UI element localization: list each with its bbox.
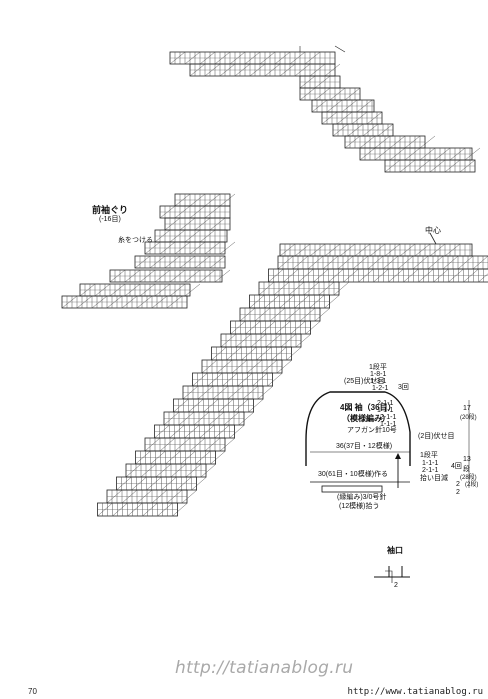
neck-chart-count: (-16目) [99,216,121,223]
top-chart-row-1 [189,63,341,77]
front-chart-row-15 [135,450,226,465]
neck-chart-row-5 [134,255,226,269]
dim-20rows: (20段) [460,415,477,421]
sleeve-top-row-2: 1-3-1 [370,378,387,385]
neck-chart-row-7 [79,283,201,297]
front-chart-row-19 [97,502,188,517]
front-chart-row-12 [163,411,255,426]
front-chart-row-14 [144,437,236,452]
top-chart-row-3 [299,87,361,101]
front-chart-row-0 [277,255,488,270]
center-pointer [429,232,437,245]
front-chart-row-4 [239,307,331,322]
sleeve-low-row-0: 1-1-1 [422,460,439,467]
dim-2a: 2 [456,481,460,488]
top-chart-marks [299,45,346,53]
footer-url[interactable]: http://www.tatianablog.ru [347,687,483,697]
front-chart-top [279,243,473,257]
front-chart-row-16 [125,463,217,478]
page-number: 70 [28,687,37,696]
neck-chart-row-0 [174,193,236,207]
sleeve-title-2: （模様編み） [342,414,390,423]
front-chart-row-10 [182,385,274,400]
neck-chart-row-6 [109,269,231,283]
front-chart-row-11 [173,398,264,413]
cuff-detail-bracket [385,570,393,583]
sleeve-cuff-rows: (12模様)拾う [339,503,380,510]
top-chart-row-4 [311,99,375,113]
neck-chart-row-1 [159,205,231,219]
front-chart-row-8 [201,359,293,374]
front-chart-row-13 [154,424,245,439]
dim-28rows: (28段) [460,475,477,481]
front-chart-row-7 [211,346,302,361]
sleeve-top-row-1: 1-8-1 [370,371,387,378]
top-chart-row-9 [384,159,476,173]
neck-chart-row-4 [144,241,236,255]
front-chart-row-1 [268,268,488,283]
sleeve-top-row-3: 1-2-1 [372,385,389,392]
sleeve-cuff-band [321,485,383,493]
sleeve-title-1: 4図 袖（36目） [340,403,396,412]
sleeve-top-row-0: 1段平 [369,364,387,371]
sleeve-mid-row-0: 2-1-1 [377,400,394,407]
neck-attach-note: 糸をつける [118,237,153,244]
dim-2b: 2 [456,489,460,496]
sleeve-mid-row-1: 1-1-1 [377,407,394,414]
neck-chart-row-3 [154,229,228,243]
sleeve-low-row-1: 2-1-1 [422,467,439,474]
top-chart-row-0 [169,51,336,65]
top-chart-row-7 [344,135,436,149]
front-chart-row-9 [192,372,283,387]
center-mark: 中心 [425,226,441,235]
sleeve-low-head: 1段平 [420,452,438,459]
sleeve-decrease: 拾い目減 [420,475,448,482]
neck-chart-title: 前袖ぐり [92,205,129,215]
sleeve-top-bindoff: (25目)伏せ目 [344,378,385,385]
sleeve-width-line: 36(37目・12模様) [336,443,393,450]
sleeve-mid-row-3: 1-1-1 [380,421,397,428]
watermark-url: http://tatianablog.ru [175,658,354,678]
front-chart-row-5 [230,320,321,335]
sleeve-side-bindoff: (2目)伏せ目 [418,433,455,440]
sleeve-low-times: 4回 [451,463,462,470]
dim-17: 17 [463,405,471,412]
top-chart-row-5 [321,111,383,125]
top-chart-row-6 [332,123,394,137]
sleeve-arrow-head [395,453,401,459]
front-chart-row-6 [220,333,312,348]
cuff-detail-title: 袖口 [387,546,403,555]
dim-row-char: 段 [463,466,470,473]
dim-13: 13 [463,456,471,463]
sleeve-cuff-line: (縁編み)3/0号針 [337,494,387,501]
neck-chart-row-8 [61,295,188,309]
sleeve-hook: アフガン針10号 [347,427,397,434]
top-chart-row-8 [359,147,481,161]
sleeve-mid-row-2: 2-1-1 [380,414,397,421]
sleeve-outline [305,391,411,466]
cuff-detail-rows: 2 [394,582,398,589]
sleeve-top-times: 3回 [398,384,409,391]
neck-chart-row-2 [164,217,231,231]
top-chart-row-2 [299,75,341,89]
front-chart-row-18 [106,489,198,504]
dim-2rows: (2段) [465,482,479,488]
front-chart-row-3 [249,294,340,309]
front-chart-row-17 [116,476,207,491]
front-chart-row-2 [258,281,350,296]
sleeve-cast-line: 30(61目・10模様)作る [318,471,389,478]
